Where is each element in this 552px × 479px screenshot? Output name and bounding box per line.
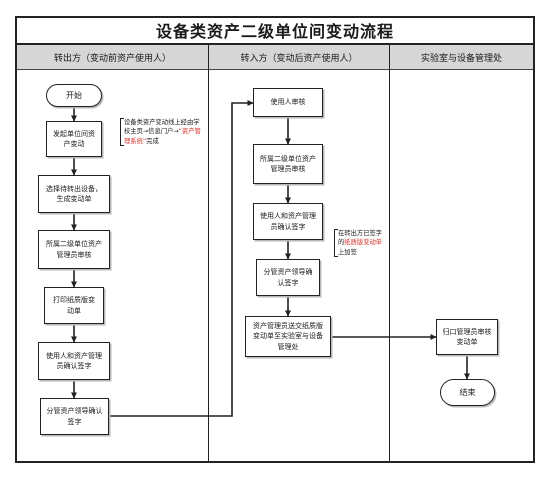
lane-header-transfer-in: 转入方（变动后资产使用人） [209,45,389,70]
note-countersign: 在转出方已签字的纸质版变动单上加签 [334,229,388,258]
flowchart-title: 设备类资产二级单位间变动流程 [15,16,535,45]
lane-header-transfer-out: 转出方（变动前资产使用人） [17,45,208,70]
lane-divider-1 [208,45,209,463]
node-submit-paper-form: 资产管理员送交纸质版变动单至实验室与设备管理处 [245,316,331,357]
note-system-portal: 设备类资产变动线上经由学校主页→信息门户→“资产管理系统”完成 [120,118,202,147]
lane-divider-2 [389,45,390,463]
node-unit-admin-review-in: 所属二级单位资产管理员审核 [253,144,323,184]
node-leader-sign-in: 分管资产领导确认签字 [256,259,320,296]
node-print-paper-form: 打印纸质版变动单 [44,287,104,324]
node-archive-review: 归口管理员审核变动单 [436,319,498,355]
node-end: 结束 [440,379,495,406]
node-unit-admin-review-out: 所属二级单位资产管理员审核 [38,230,110,269]
node-user-admin-sign-out: 使用人和资产管理员确认签字 [38,342,110,380]
flowchart-frame [15,16,535,463]
node-leader-sign-out: 分管资产领导确认签字 [40,398,109,435]
node-user-admin-sign-in: 使用人和资产管理员确认签字 [253,203,323,240]
node-start: 开始 [46,84,102,107]
arrow-leader-to-user-review [109,100,254,417]
node-select-equipment: 选择待转出设备，生成变动单 [38,175,110,213]
node-user-review-in: 使用人审核 [253,88,323,117]
node-initiate-transfer: 发起单位间资产变动 [46,121,102,157]
lane-header-lab-equipment-office: 实验室与设备管理处 [390,45,533,70]
